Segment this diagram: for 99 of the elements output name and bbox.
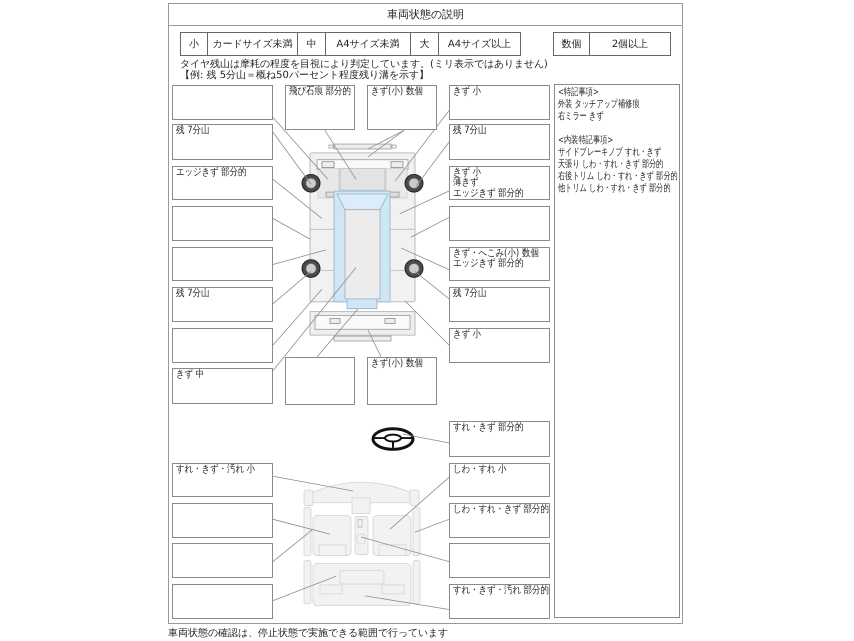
leader-line	[272, 576, 336, 602]
note-box	[172, 368, 273, 404]
damage-note: すれ・きず・汚れ 部分的	[453, 586, 550, 597]
blank-note-box	[172, 502, 273, 538]
damage-note: きず 小	[453, 168, 482, 178]
leader-line	[272, 288, 322, 346]
leader-line	[404, 300, 450, 346]
remark-line: 他トリム しわ・すれ・きず 部分的	[558, 183, 671, 196]
size-description-cell: A4サイズ未満	[325, 32, 411, 56]
size-category-cell: 中	[297, 32, 326, 56]
leader-line	[272, 132, 312, 185]
leader-line	[400, 190, 450, 214]
blank-note-box	[449, 542, 550, 578]
note-box	[449, 421, 550, 457]
note-box	[367, 356, 437, 405]
blank-note-box	[172, 584, 273, 620]
leader-line	[272, 518, 330, 534]
leader-line	[272, 528, 314, 562]
note-box	[172, 166, 273, 200]
leader-line	[272, 178, 322, 219]
damage-note: エッジきず 部分的	[453, 188, 524, 200]
size-category-cell: 小	[180, 32, 208, 56]
footer-note: 車両状態の確認は、停止状態で実施できる範囲で行っています	[168, 628, 448, 640]
note-text: タイヤ残山は摩耗の程度を目視により判定しています。(ミリ表示ではありません)	[180, 58, 548, 70]
leader-line	[394, 110, 450, 182]
form-title: 車両状態の説明	[168, 2, 683, 26]
damage-note: きず 中	[176, 370, 204, 381]
damage-note: 残 7分山	[453, 289, 487, 300]
leader-line	[368, 130, 404, 158]
note-box	[367, 85, 437, 130]
damage-note: きず 小	[453, 87, 482, 98]
note-box	[449, 502, 550, 538]
damage-note: エッジきず 部分的	[176, 168, 247, 178]
size-description-cell: カードサイズ未満	[207, 32, 298, 56]
note-box	[285, 85, 355, 130]
note-box	[449, 166, 550, 200]
leader-line	[416, 142, 450, 187]
leader-line	[272, 250, 326, 265]
note-box	[449, 328, 550, 363]
remarks-panel	[554, 84, 680, 618]
remark-line: 外装 タッチアップ補修痕	[558, 99, 640, 110]
remark-line: サイドブレーキノブ すれ・きず	[558, 147, 662, 158]
damage-note: 残 7分山	[176, 126, 210, 137]
leader-line	[400, 248, 450, 270]
blank-note-box	[285, 356, 355, 405]
damage-note: しわ・すれ・きず 部分的	[453, 504, 550, 516]
leader-line	[272, 218, 310, 240]
blank-note-box	[172, 246, 273, 282]
leader-line	[368, 330, 382, 358]
note-text: 【例: 残 5分山＝概ね50パーセント程度残り溝を示す】	[180, 70, 429, 82]
damage-note: 飛び石痕 部分的	[289, 87, 352, 98]
leader-line	[272, 117, 328, 180]
remark-line: <特記事項>	[558, 87, 599, 98]
note-box	[172, 124, 273, 160]
leader-line	[368, 130, 404, 150]
blank-note-box	[172, 328, 273, 363]
note-box	[449, 85, 550, 120]
damage-note: きず・へこみ(小) 数個	[453, 248, 539, 259]
damage-note: きず(小) 数個	[371, 87, 423, 98]
blank-note-box	[172, 542, 273, 578]
damage-note: きず 小	[453, 330, 482, 341]
leader-line	[324, 130, 356, 180]
damage-note: 残 7分山	[176, 289, 210, 300]
remark-line: <内装特記事項>	[558, 135, 614, 146]
leader-line	[410, 217, 450, 238]
size-category-cell: 大	[410, 32, 439, 56]
leader-line	[364, 595, 450, 610]
blank-note-box	[449, 206, 550, 242]
blank-note-box	[172, 85, 273, 120]
damage-note: すれ・きず・汚れ 小	[176, 464, 256, 476]
note-box	[172, 287, 273, 322]
remark-line: 右後トリム しわ・すれ・きず 部分的	[558, 171, 678, 182]
note-box	[449, 246, 550, 282]
leader-line	[272, 476, 354, 492]
damage-note: 残 7分山	[453, 126, 487, 137]
note-box	[172, 462, 273, 497]
leader-line	[402, 434, 450, 444]
damage-note: エッジきず 部分的	[453, 259, 524, 270]
leader-line	[390, 476, 450, 530]
remark-line: 右ミラー きず	[558, 111, 604, 124]
size-description-cell: A4サイズ以上	[438, 32, 521, 56]
damage-note: きず(小) 数個	[371, 358, 423, 370]
blank-note-box	[172, 206, 273, 242]
damage-note: しわ・すれ 小	[453, 464, 507, 476]
leader-line	[272, 271, 312, 304]
note-box	[449, 462, 550, 497]
note-box	[449, 584, 550, 620]
damage-note: 薄きず	[453, 178, 478, 189]
remark-line: 天張り しわ・すれ・きず 部分的	[558, 159, 664, 170]
leader-line	[316, 308, 358, 358]
damage-note: すれ・きず 部分的	[453, 423, 524, 434]
count-category-cell: 数個	[553, 32, 590, 56]
leader-line	[360, 536, 450, 562]
leader-line	[414, 518, 450, 533]
note-box	[449, 124, 550, 160]
leader-line	[414, 271, 450, 300]
leader-line	[272, 267, 356, 371]
note-box	[449, 287, 550, 322]
count-description-cell: 2個以上	[589, 32, 671, 56]
